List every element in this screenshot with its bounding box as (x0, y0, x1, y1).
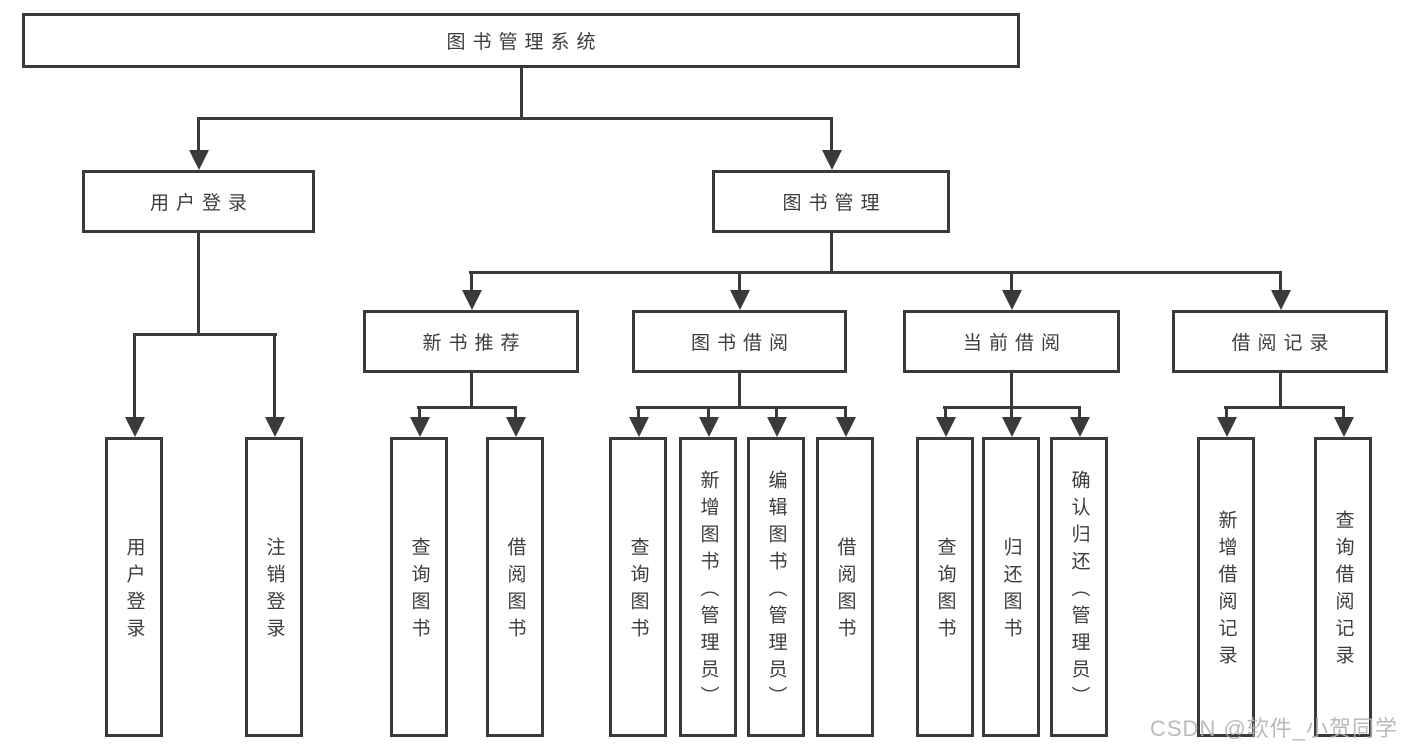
node-label: 新增借阅记录 (1215, 510, 1237, 672)
node-label: 确认归还（管理员） (1068, 469, 1090, 713)
node-label: 借阅记录 (1231, 333, 1336, 354)
node-borrow-books-recommend: 借阅图书 (486, 437, 544, 737)
watermark: CSDN @软件_小贺同学 (1150, 716, 1399, 741)
arrow-down-icon (1001, 271, 1022, 310)
connector-level2-rail (197, 117, 833, 120)
node-book-borrowing: 图书借阅 (632, 310, 847, 373)
connector-book-borrowing-rail (636, 406, 847, 409)
node-query-books-borrowing: 查询图书 (609, 437, 667, 737)
node-label: 新书推荐 (422, 333, 527, 354)
node-query-books-recommend: 查询图书 (390, 437, 448, 737)
node-user-login: 用户登录 (82, 170, 315, 233)
connector-user-login-rail (133, 333, 277, 336)
arrow-down-icon (935, 406, 956, 437)
node-book-management: 图书管理 (712, 170, 950, 233)
arrow-down-icon (1216, 406, 1237, 437)
arrow-down-icon (124, 333, 145, 437)
connector-borrowing-records-trunk (1279, 373, 1282, 409)
node-label: 注销登录 (263, 537, 285, 645)
node-label: 编辑图书（管理员） (765, 469, 787, 713)
arrow-down-icon (461, 271, 482, 310)
node-label: 图书管理系统 (446, 32, 603, 53)
node-query-books-current: 查询图书 (916, 437, 974, 737)
node-add-borrow-record: 新增借阅记录 (1197, 437, 1255, 737)
node-current-borrowing: 当前借阅 (903, 310, 1120, 373)
node-user-login-leaf: 用户登录 (105, 437, 163, 737)
connector-new-book-trunk (470, 373, 473, 409)
node-add-books-admin: 新增图书（管理员） (679, 437, 737, 737)
arrow-down-icon (505, 406, 526, 437)
node-return-books: 归还图书 (982, 437, 1040, 737)
node-label: 借阅图书 (504, 537, 526, 645)
connector-book-borrowing-trunk (738, 373, 741, 409)
connector-borrowing-records-rail (1224, 406, 1345, 409)
node-label: 当前借阅 (962, 333, 1067, 354)
node-label: 借阅图书 (834, 537, 856, 645)
arrow-down-icon (188, 117, 209, 170)
node-label: 图书借阅 (690, 333, 795, 354)
node-label: 查询借阅记录 (1332, 510, 1354, 672)
connector-root-trunk (520, 68, 523, 120)
connector-level3-rail (469, 271, 1282, 274)
arrow-down-icon (729, 271, 750, 310)
arrow-down-icon (698, 406, 719, 437)
node-label: 查询图书 (408, 537, 430, 645)
node-label: 查询图书 (627, 537, 649, 645)
connector-book-management-trunk (830, 233, 833, 274)
arrow-down-icon (1069, 406, 1090, 437)
arrow-down-icon (628, 406, 649, 437)
node-label: 归还图书 (1000, 537, 1022, 645)
node-borrow-books-borrowing: 借阅图书 (816, 437, 874, 737)
connector-current-borrowing-trunk (1010, 373, 1013, 409)
arrow-down-icon (1001, 406, 1022, 437)
node-query-borrow-record: 查询借阅记录 (1314, 437, 1372, 737)
arrow-down-icon (1270, 271, 1291, 310)
arrow-down-icon (821, 117, 842, 170)
node-confirm-return-admin: 确认归还（管理员） (1050, 437, 1108, 737)
arrow-down-icon (1333, 406, 1354, 437)
arrow-down-icon (264, 333, 285, 437)
connector-new-book-rail (417, 406, 517, 409)
arrow-down-icon (766, 406, 787, 437)
node-label: 图书管理 (782, 193, 887, 214)
arrow-down-icon (409, 406, 430, 437)
node-label: 用户登录 (123, 537, 145, 645)
arrow-down-icon (835, 406, 856, 437)
node-borrowing-records: 借阅记录 (1172, 310, 1388, 373)
node-logout: 注销登录 (245, 437, 303, 737)
node-library-management-system: 图书管理系统 (22, 13, 1020, 68)
connector-user-login-trunk (197, 233, 200, 336)
node-label: 用户登录 (149, 193, 254, 214)
node-label: 新增图书（管理员） (697, 469, 719, 713)
node-new-book-recommendation: 新书推荐 (363, 310, 579, 373)
node-label: 查询图书 (934, 537, 956, 645)
node-edit-books-admin: 编辑图书（管理员） (747, 437, 805, 737)
